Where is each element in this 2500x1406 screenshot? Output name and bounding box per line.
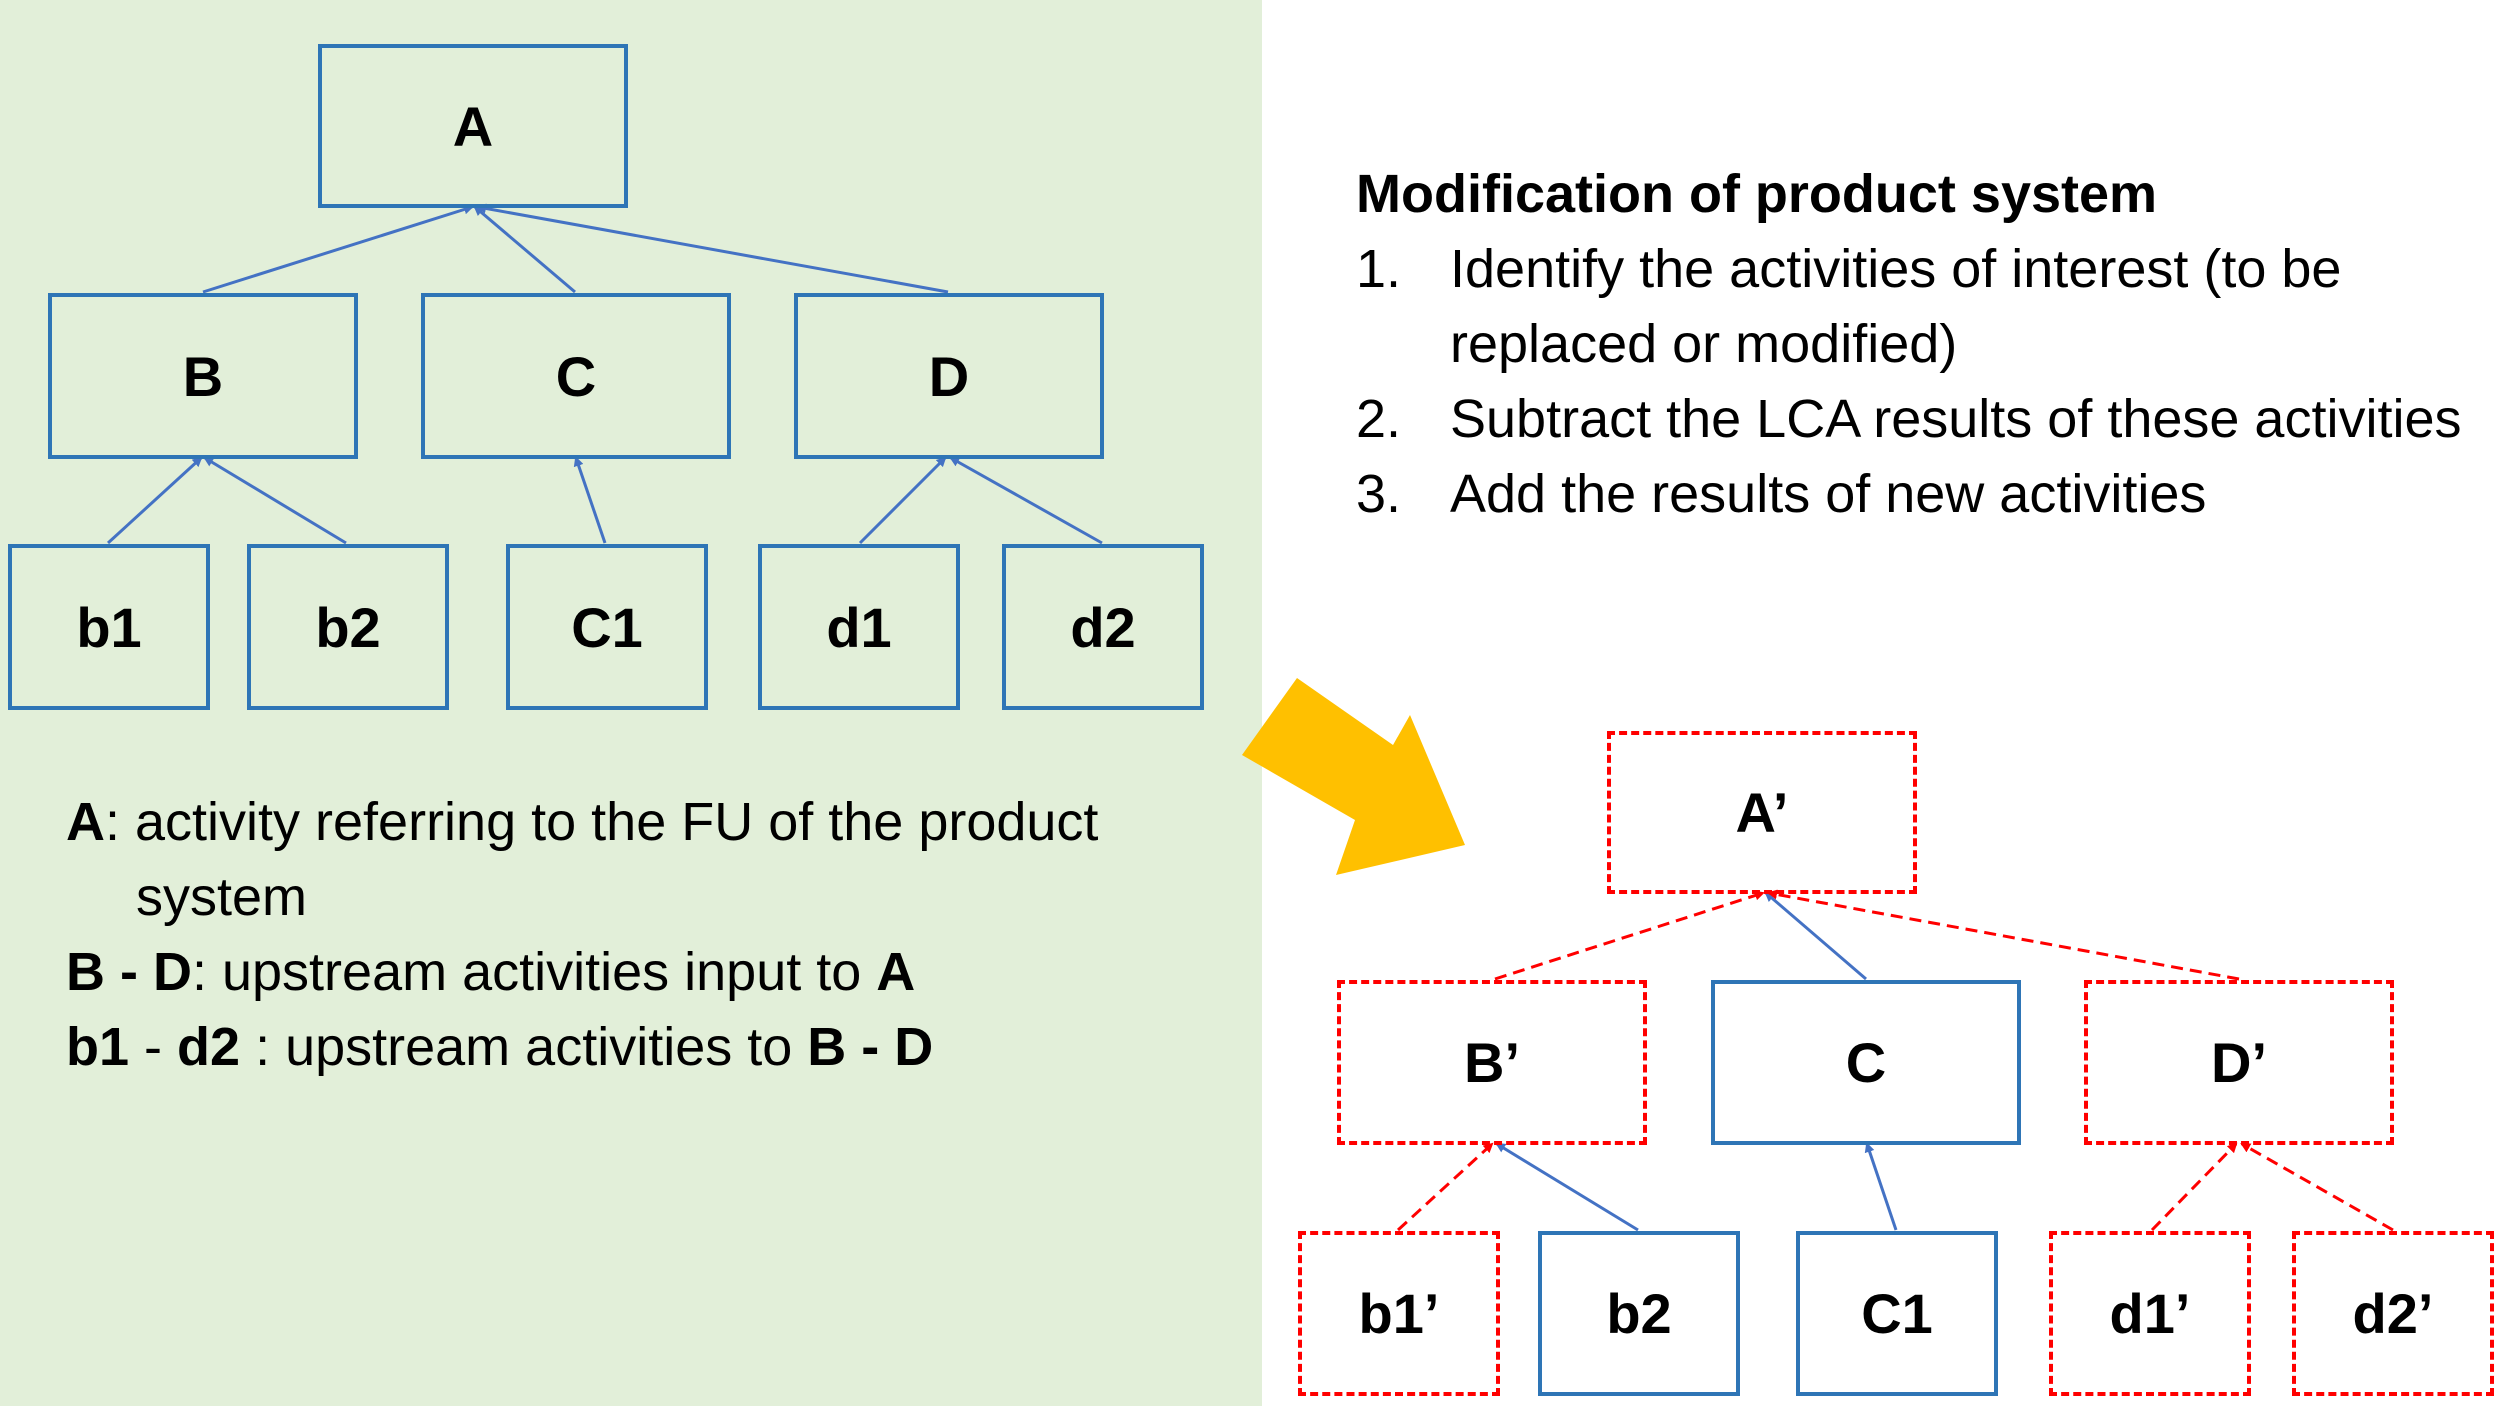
node-d-prime: D’ (2084, 980, 2394, 1145)
step-item: 3. Add the results of new activities (1356, 457, 2476, 532)
legend-text-a: : activity referring to the FU of the pr… (105, 792, 1099, 927)
modification-steps: Modification of product system 1. Identif… (1356, 157, 2476, 532)
transition-arrow (1242, 678, 1465, 875)
edge-c-to-ap (1764, 891, 1867, 981)
edge-d2-to-d (949, 456, 1103, 545)
edge-c1-to-c (1864, 1142, 1898, 1231)
edge-b1p-to-bp (1396, 1142, 1494, 1232)
modification-title: Modification of product system (1356, 164, 2158, 224)
node-b2: b2 (247, 544, 449, 710)
edge-bp-to-ap (1494, 890, 1765, 981)
legend-text-b1-d2: : upstream activities to (240, 1017, 808, 1077)
legend-sep: - (129, 1017, 178, 1077)
legend-line-b-d: B - D: upstream activities input to A (66, 935, 1236, 1010)
node-b-prime: B’ (1337, 980, 1647, 1145)
legend-key-a-ref: A (876, 942, 916, 1002)
edge-b1-to-b (106, 456, 203, 545)
step-text: Identify the activities of interest (to … (1450, 239, 2342, 374)
node-b1-prime: b1’ (1298, 1231, 1500, 1396)
legend-key-d2: d2 (177, 1017, 241, 1077)
node-d2-prime: d2’ (2292, 1231, 2494, 1396)
node-c: C (421, 293, 731, 459)
node-d: D (794, 293, 1104, 459)
node-b2-right: b2 (1538, 1231, 1740, 1396)
legend-text-b-d: : upstream activities input to (191, 942, 877, 1002)
step-item: 1. Identify the activities of interest (t… (1356, 232, 2476, 382)
legend-key-b1: b1 (66, 1017, 130, 1077)
edge-b2-to-b (203, 456, 347, 545)
step-text: Subtract the LCA results of these activi… (1450, 389, 2462, 449)
node-d1-prime: d1’ (2049, 1231, 2251, 1396)
edge-b-to-a (202, 204, 474, 294)
node-a-prime: A’ (1607, 731, 1917, 894)
node-c1-right: C1 (1796, 1231, 1998, 1396)
legend-key-b-d: B - D (66, 942, 192, 1002)
edge-dp-to-ap (1767, 889, 2240, 981)
edge-c-to-a (473, 205, 576, 294)
node-d1: d1 (758, 544, 960, 710)
step-number: 1. (1356, 239, 1402, 299)
legend-key-a: A (66, 792, 105, 852)
node-a: A (318, 44, 628, 208)
legend-line-b1-d2: b1 - d2 : upstream activities to B - D (66, 1010, 1236, 1085)
step-number: 3. (1356, 464, 1402, 524)
edge-d1p-to-dp (2150, 1142, 2238, 1232)
node-c1: C1 (506, 544, 708, 710)
node-b: B (48, 293, 358, 459)
node-c-right: C (1711, 980, 2021, 1145)
node-b1: b1 (8, 544, 210, 710)
node-d2: d2 (1002, 544, 1204, 710)
edge-d1-to-d (858, 456, 947, 545)
step-number: 2. (1356, 389, 1402, 449)
legend-line-a: A: activity referring to the FU of the p… (66, 785, 1236, 935)
legend: A: activity referring to the FU of the p… (66, 785, 1236, 1085)
left-tree-connectors (106, 203, 1103, 545)
edge-d2p-to-dp (2240, 1142, 2394, 1232)
legend-key-b-d-ref: B - D (807, 1017, 934, 1077)
step-text: Add the results of new activities (1450, 464, 2207, 524)
edge-b2-to-bp (1495, 1142, 1639, 1232)
step-item: 2. Subtract the LCA results of these acti… (1356, 382, 2476, 457)
edge-c1-to-c (573, 456, 607, 544)
right-tree-connectors (1396, 889, 2394, 1232)
edge-d-to-a (476, 203, 949, 294)
